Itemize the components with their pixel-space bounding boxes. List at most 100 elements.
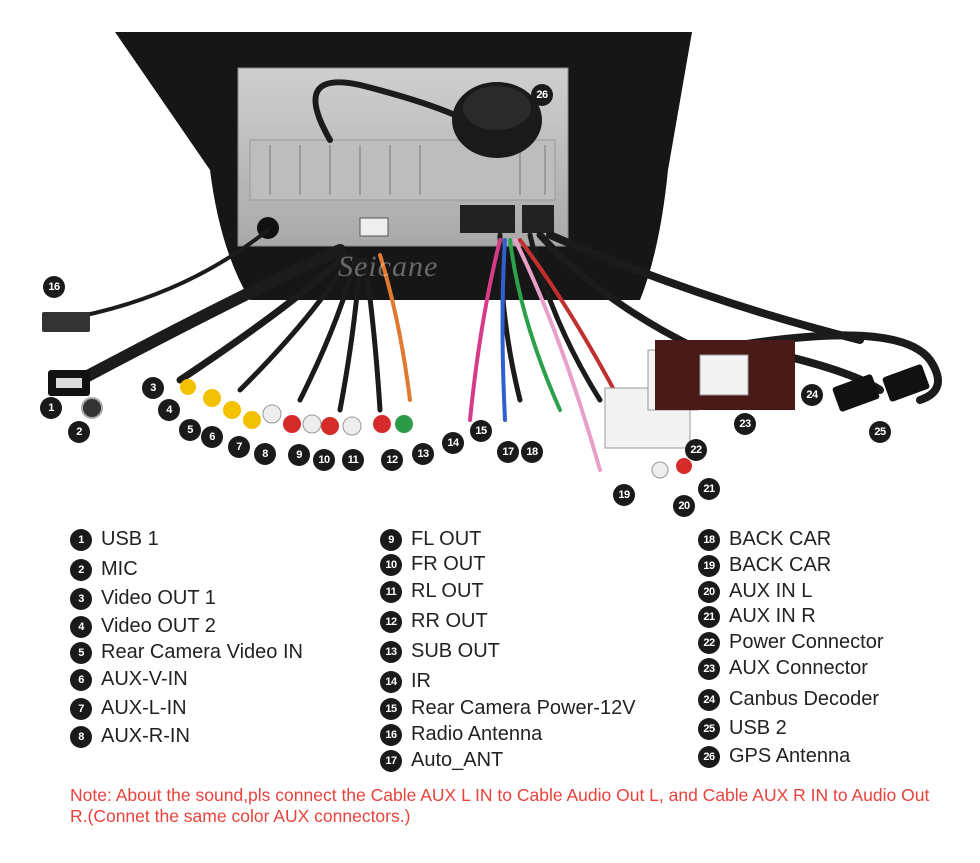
legend-item-26: 26 GPS Antenna — [698, 745, 850, 768]
legend-item-1: 1 USB 1 — [70, 528, 159, 551]
legend-number: 15 — [380, 697, 402, 720]
badge-18: 18 — [521, 441, 543, 463]
legend-item-8: 8 AUX-R-IN — [70, 725, 190, 748]
badge-17: 17 — [497, 441, 519, 463]
sound-connection-note: Note: About the sound,pls connect the Ca… — [70, 785, 930, 826]
legend-number: 16 — [380, 723, 402, 746]
legend-item-10: 10 FR OUT — [380, 553, 485, 576]
legend-number: 2 — [70, 558, 92, 581]
legend-number: 21 — [698, 605, 720, 628]
badge-4: 4 — [158, 399, 180, 421]
legend-label: Canbus Decoder — [729, 688, 880, 710]
legend-item-24: 24 Canbus Decoder — [698, 688, 879, 711]
badge-16: 16 — [43, 276, 65, 298]
badge-19: 19 — [613, 484, 635, 506]
legend-label: AUX-R-IN — [101, 725, 190, 747]
legend-label: Radio Antenna — [411, 723, 543, 745]
legend-item-11: 11 RL OUT — [380, 580, 484, 603]
legend-number: 22 — [698, 631, 720, 654]
legend-item-2: 2 MIC — [70, 558, 138, 581]
badge-3: 3 — [142, 377, 164, 399]
legend-item-19: 19 BACK CAR — [698, 554, 831, 577]
badge-5: 5 — [179, 419, 201, 441]
mic-jack — [81, 397, 103, 419]
legend-item-9: 9 FL OUT — [380, 528, 481, 551]
legend-label: Video OUT 2 — [101, 615, 216, 637]
legend-item-7: 7 AUX-L-IN — [70, 697, 187, 720]
badge-15: 15 — [470, 420, 492, 442]
badge-8: 8 — [254, 443, 276, 465]
legend-label: BACK CAR — [729, 528, 832, 550]
legend-number: 12 — [380, 610, 402, 633]
legend-label: Video OUT 1 — [101, 587, 216, 609]
legend-label: USB 2 — [729, 717, 787, 739]
legend-label: Auto_ANT — [411, 749, 504, 771]
badge-1: 1 — [40, 397, 62, 419]
badge-2: 2 — [68, 421, 90, 443]
legend-number: 3 — [70, 587, 92, 610]
badge-14: 14 — [442, 432, 464, 454]
legend-number: 1 — [70, 528, 92, 551]
legend-label: AUX Connector — [729, 657, 868, 679]
legend-item-13: 13 SUB OUT — [380, 640, 500, 663]
legend-number: 14 — [380, 670, 402, 693]
legend-item-25: 25 USB 2 — [698, 717, 787, 740]
legend-number: 8 — [70, 725, 92, 748]
legend-item-5: 5 Rear Camera Video IN — [70, 641, 303, 664]
legend-number: 18 — [698, 528, 720, 551]
brand-watermark: Seicane — [338, 250, 439, 283]
legend-label: GPS Antenna — [729, 745, 851, 767]
legend-number: 7 — [70, 697, 92, 720]
legend-label: AUX-L-IN — [101, 697, 187, 719]
wiring-diagram: Seicane 1 2 3 4 5 6 7 8 9 10 11 12 13 14… — [40, 32, 942, 517]
harness-illustration — [42, 32, 942, 479]
badge-21: 21 — [698, 478, 720, 500]
legend-label: FL OUT — [411, 528, 482, 550]
badge-25: 25 — [869, 421, 891, 443]
legend-item-20: 20 AUX IN L — [698, 580, 812, 603]
legend-item-17: 17 Auto_ANT — [380, 749, 503, 772]
legend-number: 25 — [698, 717, 720, 740]
badge-10: 10 — [313, 449, 335, 471]
legend-label: RL OUT — [411, 580, 484, 602]
legend-item-23: 23 AUX Connector — [698, 657, 868, 680]
badge-24: 24 — [801, 384, 823, 406]
legend-label: BACK CAR — [729, 554, 832, 576]
legend-item-6: 6 AUX-V-IN — [70, 668, 188, 691]
badge-6: 6 — [201, 426, 223, 448]
legend-number: 26 — [698, 745, 720, 768]
legend-number: 24 — [698, 688, 720, 711]
legend-number: 19 — [698, 554, 720, 577]
usb2-plug-a — [832, 374, 880, 412]
legend-label: RR OUT — [411, 610, 488, 632]
legend-number: 20 — [698, 580, 720, 603]
legend-number: 9 — [380, 528, 402, 551]
legend-number: 11 — [380, 580, 402, 603]
legend-label: AUX IN L — [729, 580, 813, 602]
radio-antenna-plug — [42, 312, 90, 332]
legend-item-12: 12 RR OUT — [380, 610, 488, 633]
legend-item-3: 3 Video OUT 1 — [70, 587, 216, 610]
legend-item-4: 4 Video OUT 2 — [70, 615, 216, 638]
rca-jacks — [180, 379, 692, 479]
badge-22: 22 — [685, 439, 707, 461]
badge-20: 20 — [673, 495, 695, 517]
legend-number: 5 — [70, 641, 92, 664]
legend-item-21: 21 AUX IN R — [698, 605, 816, 628]
usb2-plug-b — [882, 364, 930, 402]
legend-number: 23 — [698, 657, 720, 680]
badge-12: 12 — [381, 449, 403, 471]
legend-label: AUX-V-IN — [101, 668, 188, 690]
legend-label: SUB OUT — [411, 640, 500, 662]
legend-label: MIC — [101, 558, 138, 580]
legend-item-14: 14 IR — [380, 670, 431, 693]
legend-label: Power Connector — [729, 631, 884, 653]
legend-number: 10 — [380, 553, 402, 576]
legend-number: 6 — [70, 668, 92, 691]
legend-label: USB 1 — [101, 528, 159, 550]
main-connector — [460, 205, 515, 233]
legend-label: AUX IN R — [729, 605, 816, 627]
legend-item-15: 15 Rear Camera Power-12V — [380, 697, 636, 720]
legend-label: Rear Camera Video IN — [101, 641, 303, 663]
legend-number: 4 — [70, 615, 92, 638]
